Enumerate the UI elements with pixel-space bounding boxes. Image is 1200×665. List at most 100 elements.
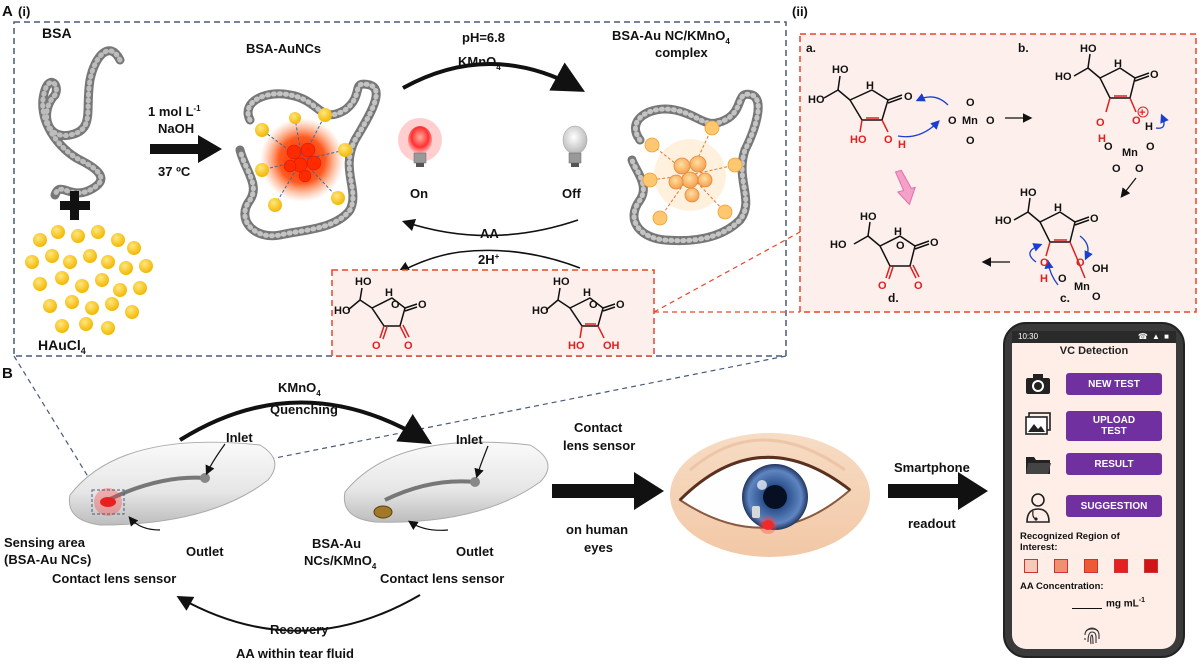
gold-particle	[127, 241, 141, 255]
gold-particle	[101, 321, 115, 335]
atom: O	[1132, 115, 1141, 127]
atom: O	[418, 299, 427, 311]
aa-reaction-box	[331, 269, 655, 357]
roi-swatch	[1054, 559, 1068, 573]
atom: Mn	[962, 115, 978, 127]
bsa-aunc-structure	[235, 79, 381, 241]
roi-swatch	[1024, 559, 1038, 573]
atom: O	[1076, 257, 1085, 269]
arrow2-text-2: readout	[908, 516, 956, 531]
gallery-icon	[1025, 412, 1051, 435]
new-test-button[interactable]: NEW TEST	[1066, 373, 1162, 395]
atom: O	[1090, 213, 1099, 225]
outlet-label-1: Outlet	[186, 544, 224, 559]
atom: HO	[334, 305, 351, 317]
bsa-protein	[38, 46, 125, 200]
recovery-arrow	[176, 594, 421, 632]
gold-particle	[101, 255, 115, 269]
contact-lens-2	[343, 441, 549, 531]
zoom-line-ii-top	[653, 231, 801, 313]
atom: O	[1146, 141, 1155, 153]
atom: O	[1092, 291, 1101, 303]
bulb-on-icon	[398, 118, 442, 167]
atom: HO	[995, 215, 1012, 227]
arrow1-text-3: on human	[566, 522, 628, 537]
fingerprint-icon[interactable]	[1080, 623, 1104, 647]
atom: HO	[1080, 43, 1097, 55]
atom: HO	[1055, 71, 1072, 83]
atom: HO	[355, 276, 372, 288]
atom: O	[1112, 163, 1121, 175]
status-icons: ☎ ▲ ■	[1137, 332, 1170, 341]
gold-particle	[75, 279, 89, 293]
bsa-label: BSA	[42, 25, 72, 41]
atom: O	[986, 115, 995, 127]
gold-particle	[71, 229, 85, 243]
upload-test-button[interactable]: UPLOAD TEST	[1066, 411, 1162, 441]
haucl4-particles	[25, 225, 153, 335]
naoh-condition-1: 1 mol L-1	[148, 104, 201, 119]
roi-label-1: Recognized Region of	[1020, 531, 1120, 542]
gold-particle	[45, 249, 59, 263]
gold-particle	[85, 301, 99, 315]
arrow-to-eye	[552, 472, 664, 510]
step-d-label: d.	[888, 291, 899, 305]
gold-particle	[133, 281, 147, 295]
roi-label-2: Interest:	[1020, 542, 1058, 553]
atom: H	[1054, 202, 1062, 214]
eye-illustration	[670, 433, 870, 557]
plus-icon	[60, 191, 90, 220]
roi-swatch	[1084, 559, 1098, 573]
aa-tear-label: AA within tear fluid	[236, 646, 354, 661]
atom: O	[948, 115, 957, 127]
app-title: VC Detection	[1059, 345, 1129, 357]
atom: OH	[603, 340, 620, 352]
mechanism-box	[799, 33, 1197, 313]
on-label: On	[410, 186, 428, 201]
gold-particle	[65, 295, 79, 309]
atom: O	[966, 135, 975, 147]
sensing-area-2: (BSA-Au NCs)	[4, 552, 91, 567]
bsa-aunc-label: BSA-AuNCs	[246, 41, 321, 56]
kmno4-label-a: KMnO4	[458, 54, 501, 72]
ph-label: pH=6.8	[462, 30, 505, 45]
gold-particle	[105, 297, 119, 311]
inlet-label-2: Inlet	[456, 432, 483, 447]
concentration-readout: mg mL-1	[1072, 597, 1146, 610]
outlet-label-2: Outlet	[456, 544, 494, 559]
gold-particle	[125, 305, 139, 319]
complex-label-2: complex	[655, 45, 709, 60]
cycle-arrow-top	[402, 62, 586, 92]
concentration-blank	[1072, 608, 1102, 610]
molecule-a	[823, 75, 949, 138]
atom: HO	[532, 305, 549, 317]
atom: H	[1145, 121, 1153, 133]
arrow1-text-1: Contact	[574, 420, 623, 435]
contact-lens-label-2: Contact lens sensor	[380, 571, 504, 586]
off-label: Off	[562, 186, 581, 201]
suggestion-button[interactable]: SUGGESTION	[1066, 495, 1162, 517]
atom: H	[894, 226, 902, 238]
arrow2-text-1: Smartphone	[894, 460, 970, 475]
atom: O	[589, 299, 598, 311]
folder-icon	[1026, 457, 1051, 474]
atom: O	[896, 240, 905, 252]
result-button[interactable]: RESULT	[1066, 453, 1162, 475]
aa-reaction-arrow	[397, 249, 581, 274]
atom: O	[914, 280, 923, 292]
atom: O	[1040, 257, 1049, 269]
ascorbic-acid-small	[545, 287, 616, 339]
gold-particle	[25, 255, 39, 269]
gold-particle	[55, 271, 69, 285]
pink-arrow	[894, 169, 916, 206]
naoh-condition-2: NaOH	[158, 121, 194, 136]
panel-label-a-ii: (ii)	[792, 4, 808, 19]
kmno4-label-b: KMnO4	[278, 380, 321, 398]
quenching-arrow	[178, 400, 432, 445]
unit-sup: -1	[1138, 597, 1146, 604]
atom: HO	[568, 340, 585, 352]
atom: Mn	[1074, 281, 1090, 293]
atom: O	[930, 237, 939, 249]
step-a-label: a.	[806, 41, 816, 55]
